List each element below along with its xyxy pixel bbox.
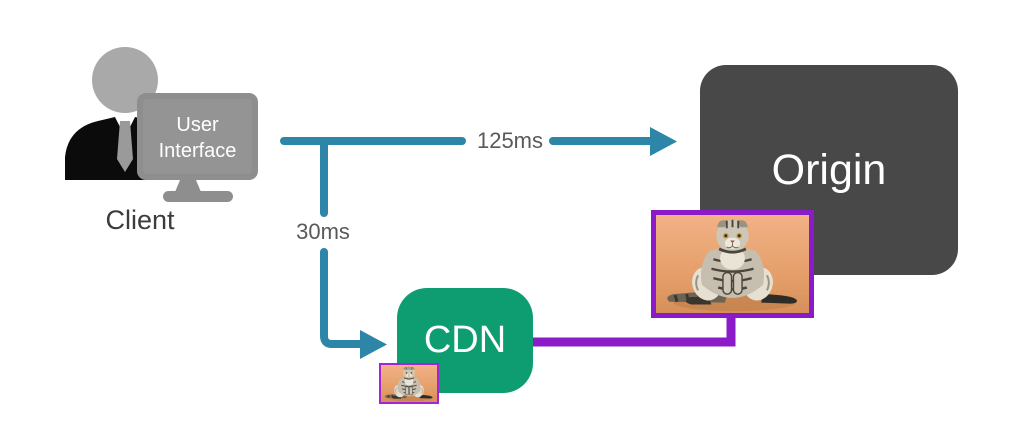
- origin-cat-photo: [651, 210, 814, 318]
- monitor-stand-icon: [175, 180, 201, 192]
- person-at-monitor-icon: [65, 47, 258, 202]
- monitor-screen-inner-icon: [143, 99, 252, 174]
- origin-node-label: Origin: [771, 145, 887, 194]
- cat-thumbnail-icon: [381, 365, 437, 402]
- cdn-cached-cat-thumbnail: [379, 363, 439, 404]
- monitor-base-icon: [163, 191, 233, 202]
- client-to-cdn-latency-label: 30ms: [296, 219, 350, 244]
- client-to-origin-latency-label: 125ms: [476, 128, 544, 153]
- client-to-origin-arrowhead-icon: [650, 127, 677, 156]
- user-interface-label-line2: Interface: [158, 139, 237, 162]
- person-tie-icon: [117, 121, 133, 172]
- cdn-to-origin-image-connector: [533, 314, 736, 347]
- user-interface-label-line1: User: [176, 113, 219, 136]
- cdn-node-label: CDN: [423, 319, 507, 361]
- client-to-cdn-arrow-segment-2: [320, 248, 364, 348]
- client-to-cdn-arrowhead-icon: [360, 330, 387, 359]
- user-interface-label: User Interface: [137, 95, 258, 180]
- client-node-label: Client: [105, 205, 175, 235]
- cat-photo-icon: [656, 215, 809, 313]
